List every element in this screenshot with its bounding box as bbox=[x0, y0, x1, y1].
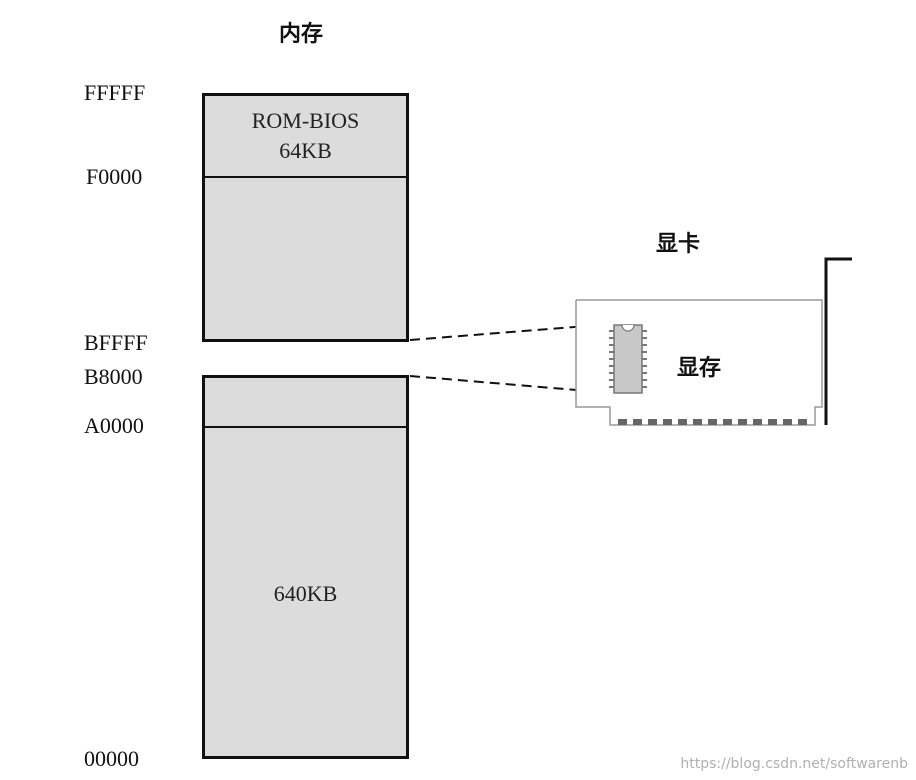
address-f0000: F0000 bbox=[86, 164, 143, 189]
video-card-title: 显卡 bbox=[656, 232, 701, 257]
lower-memory-block: 640KB bbox=[202, 375, 409, 759]
card-bracket bbox=[824, 257, 852, 425]
address-00000: 00000 bbox=[84, 746, 139, 771]
main-memory-size: 640KB bbox=[273, 581, 338, 606]
address-fffff: FFFFF bbox=[84, 80, 146, 105]
a0000-divider bbox=[205, 426, 406, 428]
memory-chip-icon bbox=[609, 324, 647, 394]
upper-memory-block: ROM-BIOS 64KB bbox=[202, 93, 409, 342]
video-memory-label: 显存 bbox=[677, 356, 722, 381]
watermark: https://blog.csdn.net/softwarenb bbox=[680, 756, 908, 772]
rom-bios-size: 64KB bbox=[279, 138, 332, 163]
f0000-divider bbox=[205, 176, 406, 178]
address-a0000: A0000 bbox=[84, 413, 144, 438]
edge-connector bbox=[618, 419, 807, 425]
address-b8000: B8000 bbox=[84, 364, 143, 389]
rom-bios-label: ROM-BIOS bbox=[251, 108, 360, 133]
address-bffff: BFFFF bbox=[84, 330, 148, 355]
memory-title: 内存 bbox=[279, 22, 324, 47]
